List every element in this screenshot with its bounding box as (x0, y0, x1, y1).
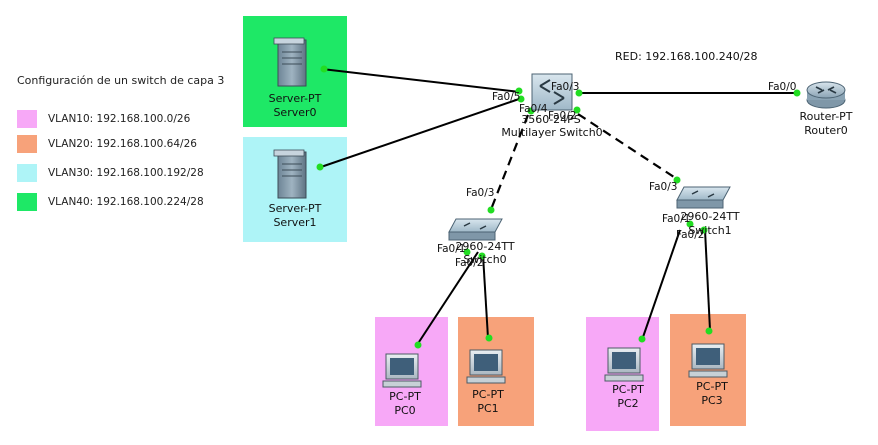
server0-name-label: Server0 (273, 106, 317, 119)
pc2-name-label: PC2 (617, 397, 639, 410)
link-dot (638, 335, 646, 343)
pc3-type-label: PC-PT (696, 380, 728, 393)
port-label: Fa0/5 (492, 91, 521, 103)
link-sw0-pc0 (416, 251, 479, 346)
legend-label: VLAN30: 192.168.100.192/28 (48, 167, 204, 179)
vlan10-zone-pc2 (586, 317, 659, 431)
link-dot (705, 327, 713, 335)
link-dot (573, 106, 581, 114)
link-dot (463, 248, 471, 256)
link-dot (517, 95, 525, 103)
link-dot (316, 163, 324, 171)
port-label: Fa0/2 (548, 110, 577, 122)
legend-label: VLAN20: 192.168.100.64/26 (48, 138, 197, 150)
router-type-label: Router-PT (799, 110, 853, 123)
link-dot (575, 89, 583, 97)
link-dot (673, 176, 681, 184)
router-icon[interactable] (806, 81, 846, 109)
pc1-name-label: PC1 (477, 402, 499, 415)
router-network-label: RED: 192.168.100.240/28 (615, 50, 758, 63)
mls-name-label: Multilayer Switch0 (501, 126, 603, 139)
link-server0-mls (321, 68, 521, 93)
switch-icon[interactable] (448, 218, 503, 241)
link-dot (793, 89, 801, 97)
pc3-name-label: PC3 (701, 394, 723, 407)
switch0-type-label: 2960-24TT (455, 240, 515, 253)
pc-icon[interactable] (688, 343, 728, 378)
port-label: Fa0/4 (519, 103, 548, 115)
link-dot (485, 334, 493, 342)
port-label: Fa0/1 (437, 243, 466, 255)
switch0-name-label: Switch0 (463, 253, 507, 266)
legend-swatch (17, 193, 37, 211)
link-sw1-pc2 (641, 229, 681, 341)
server-icon[interactable] (273, 149, 307, 199)
port-label: Fa0/3 (649, 181, 678, 193)
link-dot (478, 252, 486, 260)
server1-type-label: Server-PT (268, 202, 322, 215)
server-icon[interactable] (273, 37, 307, 87)
router-name-label: Router0 (804, 124, 848, 137)
legend-swatch (17, 110, 37, 128)
link-dot (487, 206, 495, 214)
legend-title: Configuración de un switch de capa 3 (17, 74, 225, 87)
legend-swatch (17, 135, 37, 153)
link-dot (414, 341, 422, 349)
link-dot (515, 87, 523, 95)
pc0-name-label: PC0 (394, 404, 416, 417)
link-sw1-pc3 (704, 229, 711, 331)
pc2-type-label: PC-PT (612, 383, 644, 396)
multilayer-switch-icon[interactable] (531, 73, 573, 111)
switch1-name-label: Switch1 (688, 224, 732, 237)
link-dot (686, 220, 694, 228)
port-label: Fa0/2 (455, 257, 484, 269)
link-dot (700, 226, 708, 234)
trunk-mls-sw1 (577, 113, 678, 180)
pc0-type-label: PC-PT (389, 390, 421, 403)
server0-type-label: Server-PT (268, 92, 322, 105)
server1-name-label: Server1 (273, 216, 317, 229)
link-dot (320, 65, 328, 73)
pc-icon[interactable] (382, 353, 422, 388)
link-sw0-pc1 (482, 254, 489, 339)
pc-icon[interactable] (604, 347, 644, 382)
port-label: Fa0/1 (662, 213, 691, 225)
link-server1-mls (317, 97, 523, 169)
trunk-mls-sw0 (488, 114, 530, 213)
pc1-type-label: PC-PT (472, 388, 504, 401)
legend-label: VLAN10: 192.168.100.0/26 (48, 113, 191, 125)
port-label: Fa0/3 (466, 187, 495, 199)
port-label: Fa0/3 (551, 81, 580, 93)
legend-label: VLAN40: 192.168.100.224/28 (48, 196, 204, 208)
switch1-type-label: 2960-24TT (680, 210, 740, 223)
mls-type-label: 3560-24PS (521, 113, 581, 126)
port-label: Fa0/0 (768, 81, 797, 93)
legend-swatch (17, 164, 37, 182)
switch-icon[interactable] (676, 186, 731, 209)
pc-icon[interactable] (466, 349, 506, 384)
port-label: Fa0/2 (676, 229, 705, 241)
